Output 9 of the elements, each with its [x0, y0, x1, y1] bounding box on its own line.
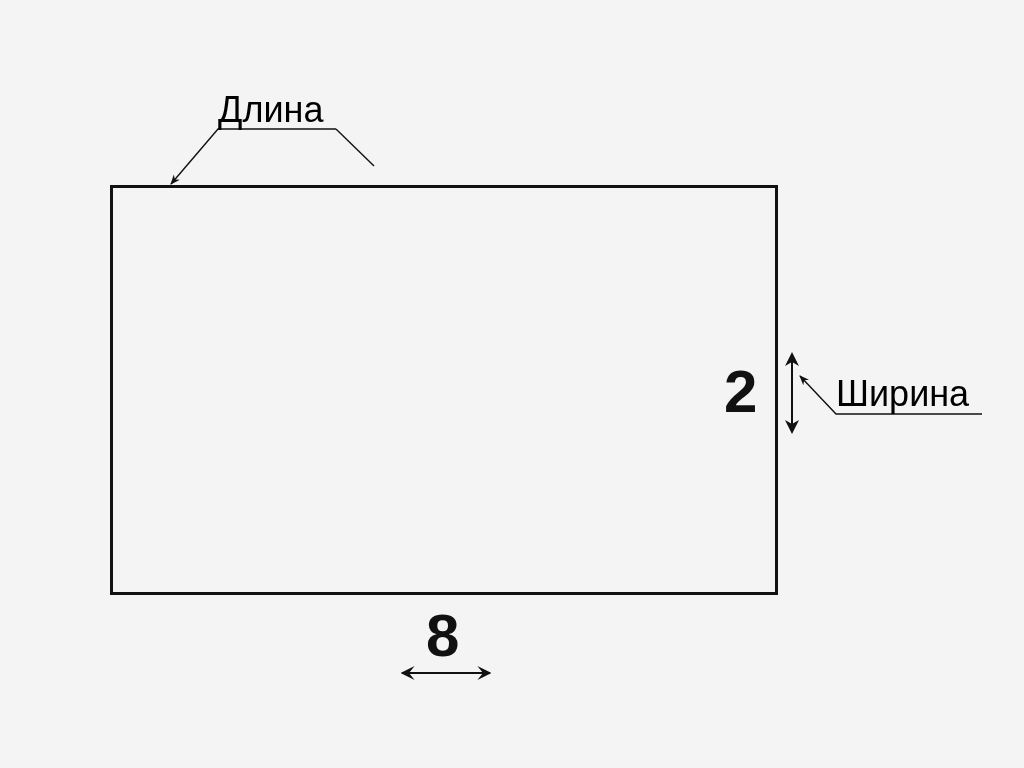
leader-line — [335, 128, 375, 167]
dimension-value: 8 — [426, 606, 460, 666]
rectangle — [110, 185, 778, 595]
dimension-value: 2 — [724, 362, 758, 422]
length-label: Длина — [218, 92, 336, 128]
leader-line — [799, 375, 983, 415]
leader-line — [170, 128, 337, 185]
dimension-arrow — [785, 352, 799, 434]
width-label: Ширина — [836, 374, 982, 413]
